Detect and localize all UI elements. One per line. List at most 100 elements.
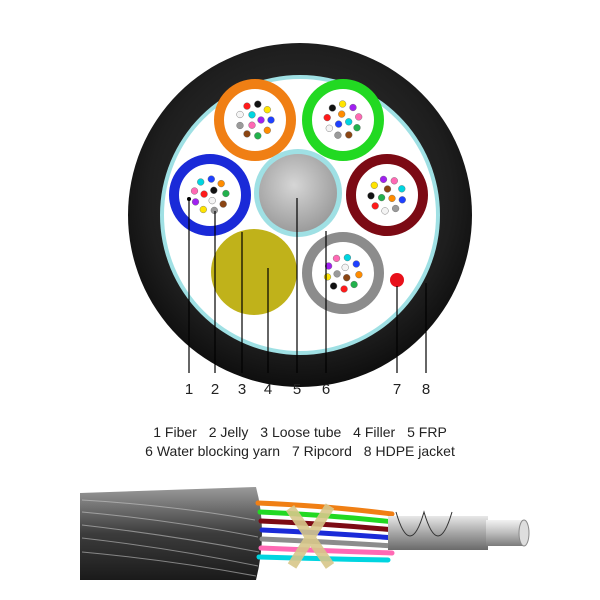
fiber <box>388 194 396 203</box>
callout-8: 8 <box>422 381 430 398</box>
callout-1: 1 <box>185 381 193 398</box>
water-blocking-tape <box>285 503 335 569</box>
fiber <box>353 124 361 132</box>
fiber <box>210 186 218 194</box>
fiber <box>323 273 332 281</box>
fiber <box>355 271 363 279</box>
legend-item-jelly: 2 Jelly <box>208 424 249 440</box>
fiber <box>191 198 200 206</box>
leader-lines <box>187 197 427 373</box>
core-tip-face <box>518 519 530 547</box>
fiber <box>254 132 262 140</box>
fiber <box>370 181 378 189</box>
fiber <box>392 204 400 213</box>
fiber <box>328 104 337 112</box>
tube-darkred <box>346 154 428 236</box>
fiber <box>236 110 244 119</box>
leader-dot-1 <box>187 197 191 201</box>
tube-gray <box>302 232 384 314</box>
callout-5: 5 <box>293 381 301 398</box>
fiber <box>352 260 360 268</box>
core-tip <box>486 520 524 546</box>
fiber <box>398 196 406 204</box>
callout-6: 6 <box>322 381 330 398</box>
fiber <box>243 130 251 138</box>
strand-lines <box>81 499 260 577</box>
fiber <box>248 121 256 129</box>
fiber <box>343 254 352 262</box>
fiber <box>338 110 346 118</box>
fiber <box>340 285 348 293</box>
tube-blue <box>169 154 251 236</box>
callout-2: 2 <box>211 381 219 398</box>
legend-item-frp: 5 FRP <box>407 424 447 440</box>
legend-line-1: 1 Fiber 2 Jelly 3 Loose tube 4 Filler 5 … <box>0 424 600 440</box>
legend-item-filler: 4 Filler <box>353 424 396 440</box>
tube-green <box>302 79 384 161</box>
fiber <box>332 254 341 263</box>
fiber <box>367 192 375 200</box>
filler <box>211 229 297 315</box>
fiber <box>217 180 225 188</box>
fiber <box>207 175 215 183</box>
fiber <box>390 177 398 185</box>
fiber <box>210 206 218 215</box>
tube-orange-wall <box>214 79 296 161</box>
legend-line-2: 6 Water blocking yarn 7 Ripcord 8 HDPE j… <box>0 443 600 459</box>
callout-7: 7 <box>393 381 401 398</box>
loose-tubes <box>169 79 428 314</box>
tube-gray-wall <box>302 232 384 314</box>
fiber <box>381 207 389 215</box>
fiber <box>333 270 341 278</box>
tube-green-wall <box>302 79 384 161</box>
fiber <box>345 118 353 126</box>
legend-item-loose-tube: 3 Loose tube <box>260 424 342 440</box>
legend-item-water-blocking-yarn: 6 Water blocking yarn <box>145 443 281 459</box>
fiber <box>343 274 351 282</box>
ripcord <box>390 273 404 287</box>
legend-item-fiber: 1 Fiber <box>153 424 197 440</box>
tube-blue-wall <box>169 154 251 236</box>
fiber <box>379 175 388 184</box>
callout-4: 4 <box>264 381 272 398</box>
fiber <box>236 121 244 130</box>
frp-rod <box>388 516 488 550</box>
fiber <box>267 116 275 124</box>
fiber <box>222 189 230 198</box>
fiber <box>325 262 333 270</box>
tube-darkred-wall <box>346 154 428 236</box>
tube-orange <box>214 79 296 161</box>
fiber <box>398 185 406 193</box>
fiber <box>263 126 271 134</box>
fiber <box>325 124 333 132</box>
callout-numbers: 1 2 3 4 5 6 7 8 <box>185 381 430 398</box>
fiber <box>341 263 349 272</box>
fiber <box>349 103 357 112</box>
fiber <box>197 178 205 186</box>
fiber <box>383 185 392 193</box>
fiber <box>334 131 342 139</box>
fiber <box>190 187 199 195</box>
frp <box>259 154 337 232</box>
fiber <box>200 190 208 198</box>
cable-side-view <box>80 487 530 580</box>
fiber <box>263 106 271 114</box>
fiber <box>219 200 227 208</box>
cross-section <box>128 43 472 387</box>
fiber <box>257 116 265 124</box>
ripcord-wrap <box>395 510 453 537</box>
fiber <box>350 280 358 289</box>
outer-strands <box>80 487 262 580</box>
fiber <box>248 111 256 119</box>
fiber <box>378 194 386 202</box>
fiber <box>199 205 207 214</box>
fiber <box>243 102 251 110</box>
fiber <box>323 113 331 122</box>
fiber <box>355 113 363 121</box>
fiber <box>254 100 262 108</box>
fiber <box>335 120 343 128</box>
fiber <box>371 202 379 210</box>
fiber <box>330 282 338 290</box>
legend-item-ripcord: 7 Ripcord <box>291 443 352 459</box>
